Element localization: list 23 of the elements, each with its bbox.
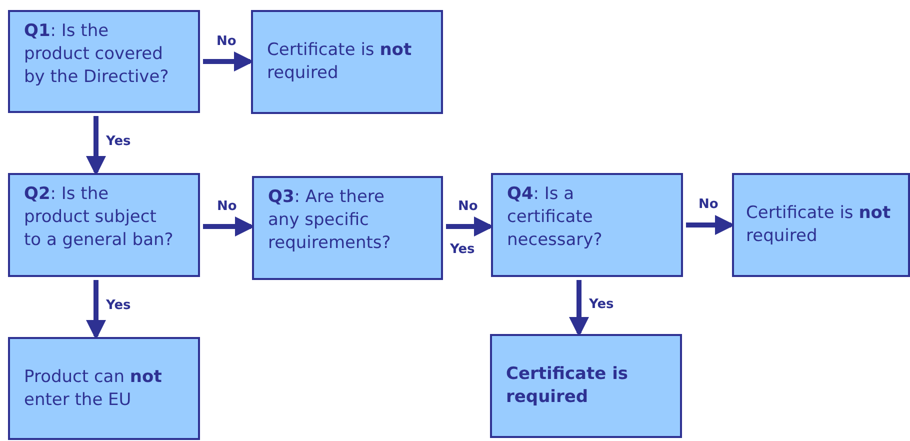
edge-label: No	[216, 198, 238, 214]
box-text: Q4: Is a certificate necessary?	[507, 183, 604, 252]
arrow	[569, 280, 589, 337]
process-box	[491, 173, 683, 277]
process-box	[252, 176, 443, 280]
box-text: Product can not enter the EU	[24, 366, 163, 412]
process-box	[251, 10, 443, 114]
box-text: Certificate is not required	[746, 202, 892, 248]
box-text: Q1: Is the product covered by the Directive?	[24, 20, 170, 89]
edge-label: Yes	[588, 296, 615, 312]
edge-label: No	[216, 34, 238, 48]
box-text: Q3: Are there any specific requirements?	[268, 186, 392, 255]
process-box	[732, 173, 910, 277]
process-box	[490, 334, 682, 438]
process-box	[8, 173, 200, 277]
edge-label: No	[457, 198, 479, 214]
process-box	[8, 337, 200, 440]
process-box	[8, 10, 200, 113]
arrow	[86, 116, 106, 176]
box-text: Certificate is not required	[267, 39, 413, 85]
box-text: Q2: Is the product subject to a general ban?	[24, 183, 174, 252]
box-text: Certificate is required	[506, 363, 630, 409]
arrow	[86, 280, 106, 340]
